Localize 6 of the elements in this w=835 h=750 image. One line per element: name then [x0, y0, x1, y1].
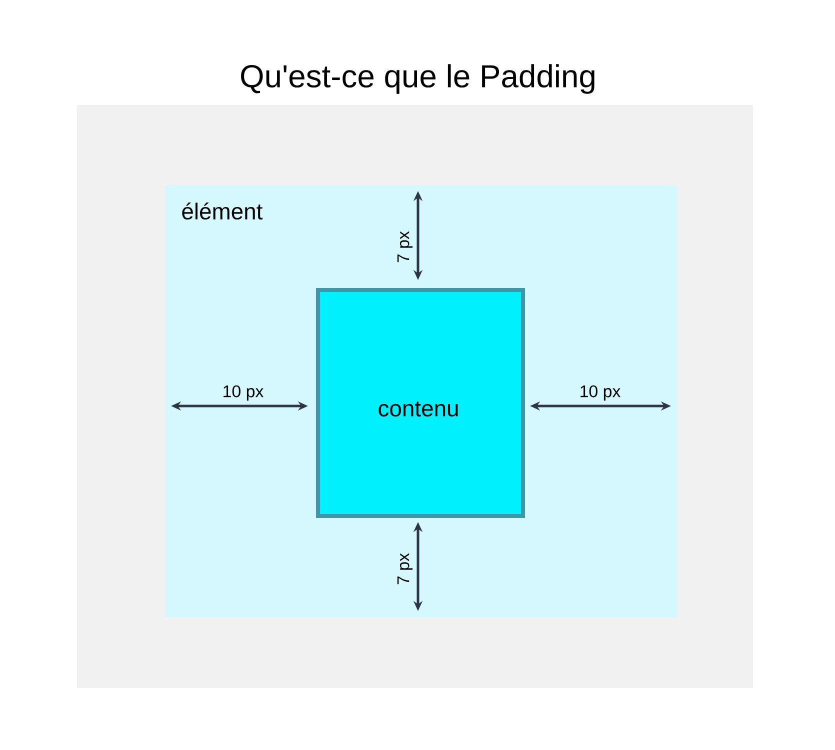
dimension-label: 10 px	[580, 385, 620, 401]
dimension-label: 7 px	[397, 231, 413, 262]
dimension-label: 7 px	[397, 553, 413, 584]
dimension-label: 10 px	[224, 385, 264, 401]
title: Qu'est-ce que le Padding	[241, 64, 594, 94]
content-box: contenu	[316, 288, 525, 518]
